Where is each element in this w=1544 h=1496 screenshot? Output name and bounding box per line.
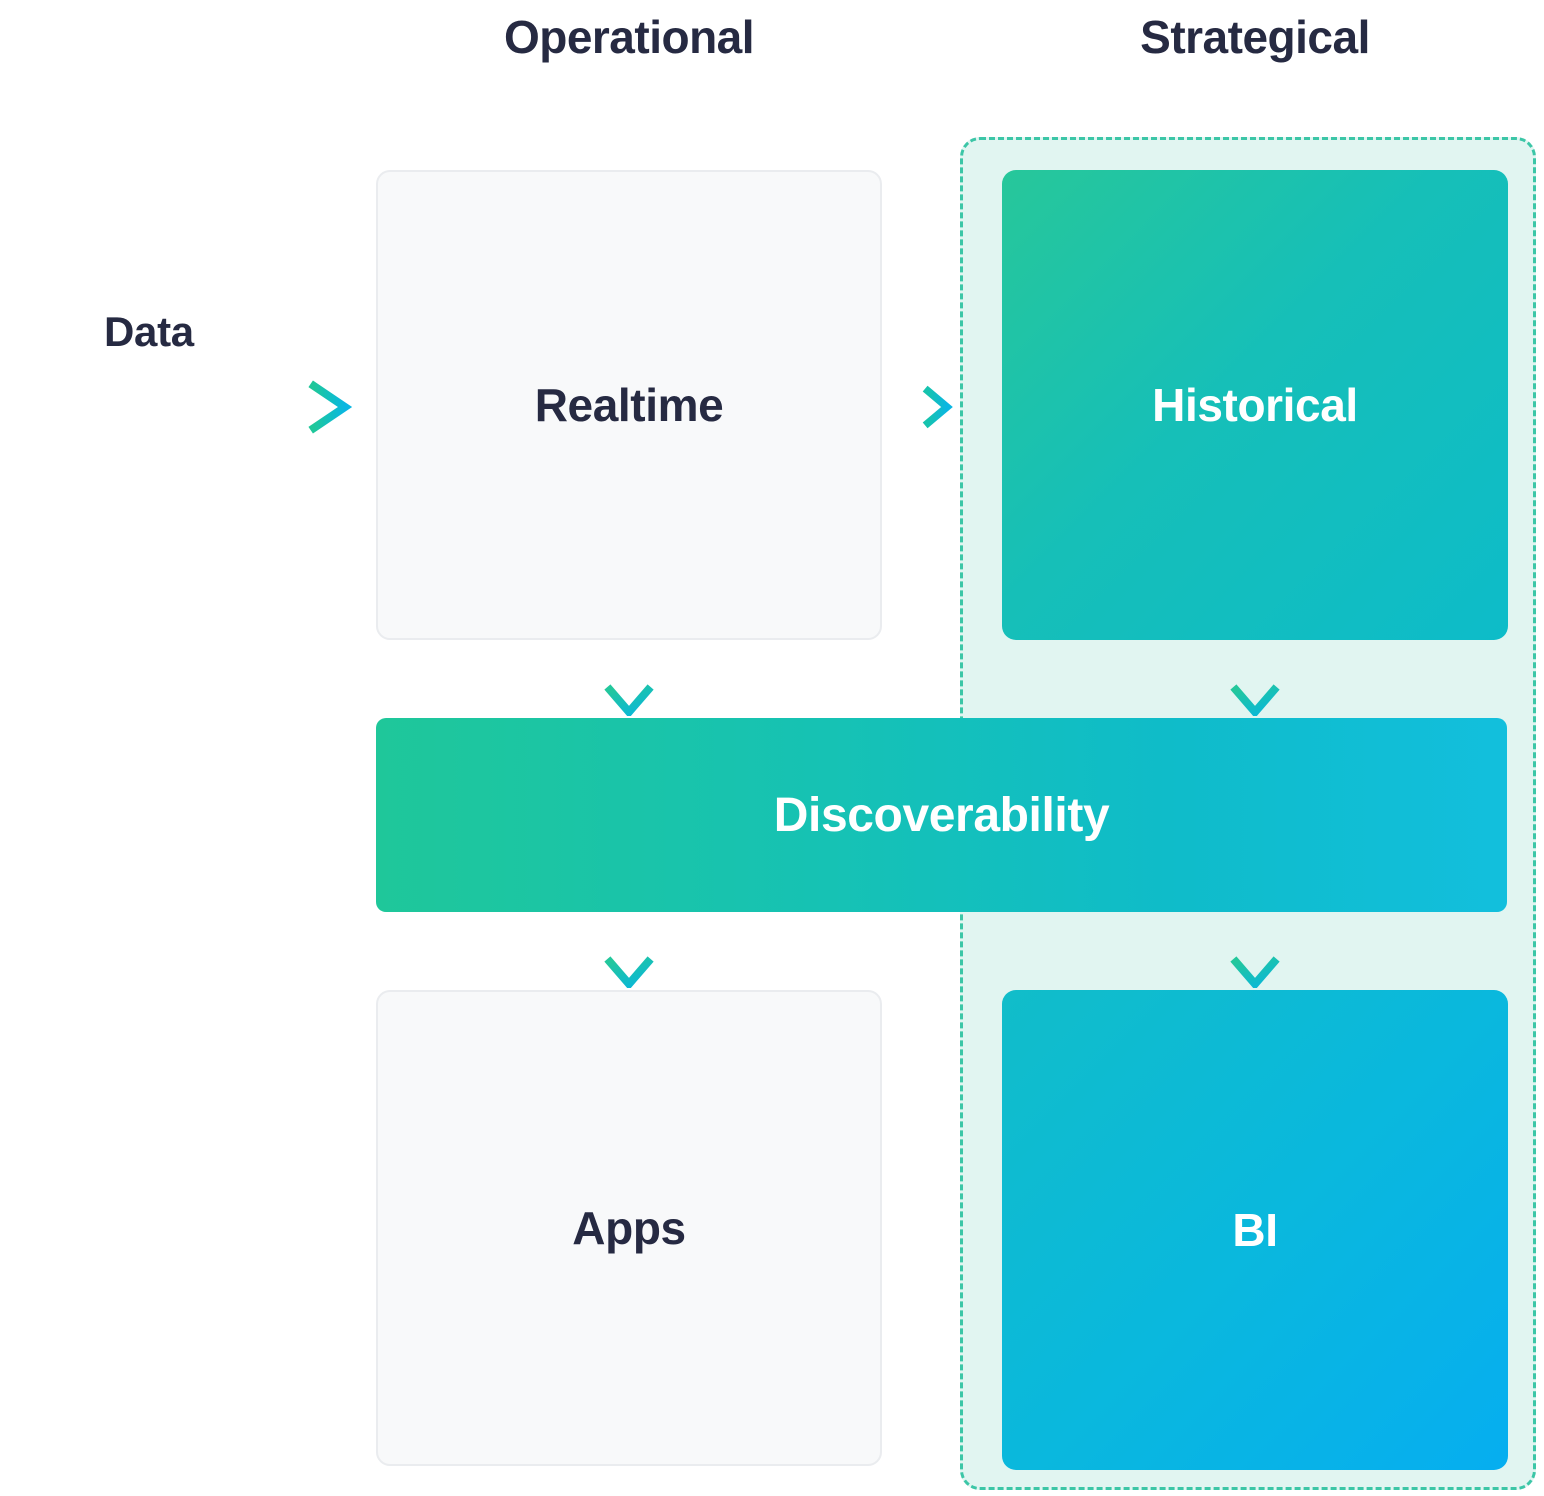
node-apps-label: Apps [572,1202,686,1254]
node-discoverability-label: Discoverability [773,788,1110,842]
arrow-right-icon [0,380,353,434]
column-header-strategical: Strategical [1140,11,1370,63]
node-apps[interactable]: Apps [376,990,882,1466]
node-realtime[interactable]: Realtime [376,170,882,640]
node-historical[interactable]: Historical [1002,170,1508,640]
node-historical-label: Historical [1152,379,1358,431]
node-bi-label: BI [1232,1204,1278,1256]
arrow-down-icon [1230,924,1280,988]
arrow-down-icon [1230,652,1280,716]
arrow-down-icon [604,924,654,988]
arrow-down-icon [604,652,654,716]
node-realtime-label: Realtime [534,379,724,431]
arrow-right-icon [900,385,953,429]
node-bi[interactable]: BI [1002,990,1508,1470]
node-discoverability[interactable]: Discoverability [376,718,1507,912]
column-header-operational: Operational [503,11,755,63]
data-inflow-label: Data [104,308,194,355]
